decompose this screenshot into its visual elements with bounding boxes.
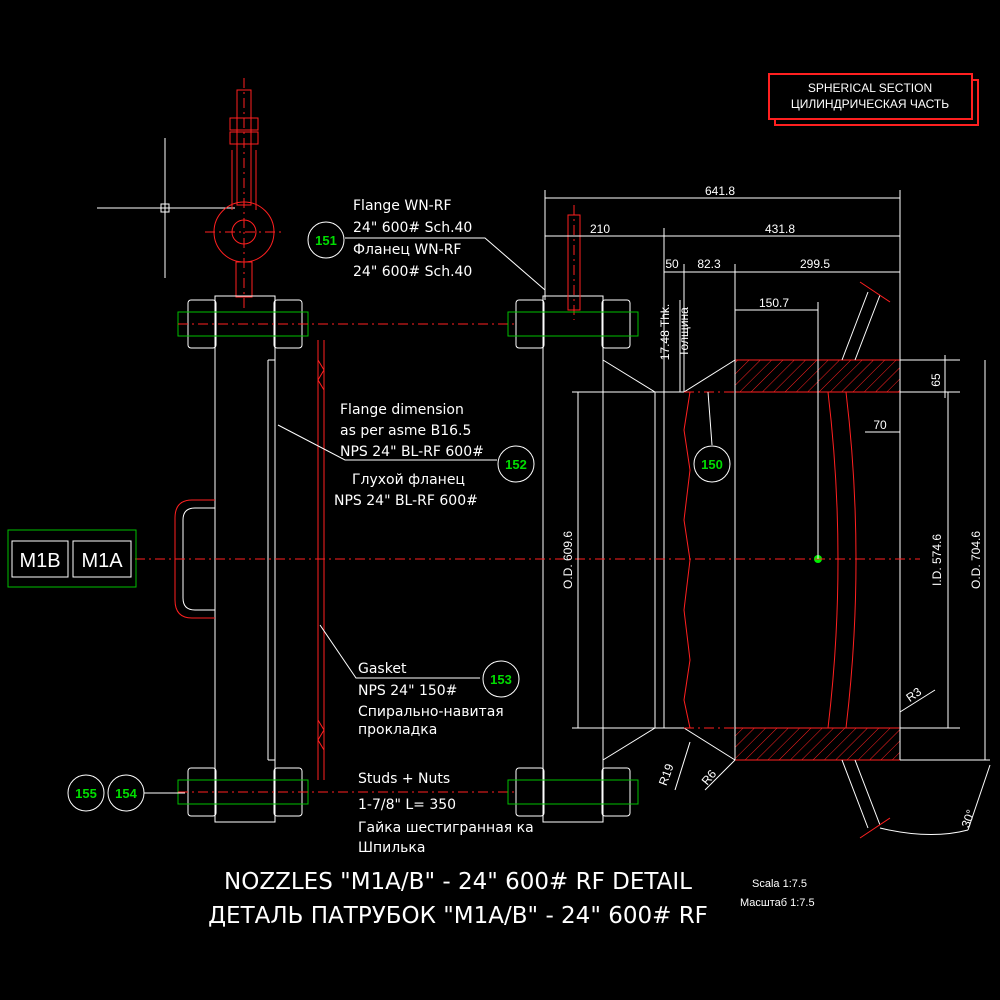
title-block: NOZZLES "M1A/B" - 24" 600# RF DETAIL ДЕТ… — [208, 869, 815, 929]
callout-155-text: Studs + Nuts 1-7/8" L= 350 Гайка шестигр… — [358, 771, 534, 856]
callout-150: 150 — [693, 445, 731, 483]
stud-top-left — [177, 299, 515, 349]
callout-152: 152 — [497, 445, 535, 483]
dim-82: 82.3 — [697, 257, 721, 271]
svg-text:NPS 24" 150#: NPS 24" 150# — [358, 683, 457, 699]
nozzle-tag-m1a: M1A — [81, 550, 123, 572]
callout-152-text: Flange dimension as per asme B16.5 NPS 2… — [334, 402, 484, 509]
dim-thk-ru: Толщина — [677, 307, 691, 357]
dim-299: 299.5 — [800, 257, 830, 271]
svg-text:Глухой фланец: Глухой фланец — [352, 472, 465, 488]
svg-text:Studs + Nuts: Studs + Nuts — [358, 771, 450, 787]
callout-150-number: 150 — [701, 457, 723, 472]
svg-text:Гайка шестигранная ка: Гайка шестигранная ка — [358, 820, 534, 836]
callout-154: 154 — [107, 774, 145, 812]
scale-line2: Масштаб 1:7.5 — [740, 897, 815, 909]
svg-text:1-7/8" L= 350: 1-7/8" L= 350 — [358, 797, 456, 813]
dim-150: 150.7 — [759, 296, 789, 310]
svg-text:прокладка: прокладка — [358, 722, 437, 738]
wn-flange — [542, 205, 736, 823]
callout-151-number: 151 — [315, 233, 337, 248]
callout-155-number: 155 — [75, 786, 97, 801]
stud-bottom-left — [177, 767, 515, 817]
nozzle-tag-m1b: M1B — [19, 550, 60, 572]
scale-line1: Scala 1:7.5 — [752, 878, 807, 890]
callout-154-number: 154 — [115, 786, 137, 801]
callout-152-number: 152 — [505, 457, 527, 472]
dim-431: 431.8 — [765, 222, 795, 236]
dim-id574: I.D. 574.6 — [930, 534, 944, 586]
dim-r19: R19 — [656, 762, 677, 788]
lifting-lug — [205, 78, 282, 310]
stud-top-right — [507, 299, 639, 349]
dim-a30: 30° — [959, 808, 978, 830]
callout-151-text: Flange WN-RF 24" 600# Sch.40 Фланец WN-R… — [353, 198, 472, 280]
dimension-lines — [544, 190, 991, 835]
svg-text:24" 600# Sch.40: 24" 600# Sch.40 — [353, 264, 472, 280]
gasket — [317, 340, 325, 780]
nozzle-tags: M1B M1A — [7, 529, 137, 588]
dim-od704: O.D. 704.6 — [969, 531, 983, 589]
section-box: SPHERICAL SECTION ЦИЛИНДРИЧЕСКАЯ ЧАСТЬ — [768, 73, 979, 126]
dim-641: 641.8 — [705, 184, 735, 198]
svg-text:NPS 24" BL-RF 600#: NPS 24" BL-RF 600# — [340, 444, 484, 460]
cursor-crosshair-icon — [97, 138, 235, 278]
dim-70: 70 — [873, 418, 887, 432]
callout-153: 153 — [482, 660, 520, 698]
dim-65: 65 — [929, 373, 943, 387]
section-box-line1: SPHERICAL SECTION — [808, 81, 932, 95]
dimension-texts: 641.8 210 431.8 50 82.3 299.5 150.7 65 7… — [561, 184, 983, 830]
svg-text:as per asme B16.5: as per asme B16.5 — [340, 423, 471, 439]
shell-section — [683, 281, 901, 839]
svg-text:Фланец WN-RF: Фланец WN-RF — [353, 242, 461, 258]
title-line2: ДЕТАЛЬ ПАТРУБОК "M1A/B" - 24" 600# RF — [208, 903, 708, 929]
callout-155: 155 — [67, 774, 105, 812]
svg-text:Шпилька: Шпилька — [358, 840, 425, 856]
svg-text:Gasket: Gasket — [358, 661, 407, 677]
callout-153-number: 153 — [490, 672, 512, 687]
dim-210: 210 — [590, 222, 610, 236]
dim-50: 50 — [665, 257, 679, 271]
dim-od609: O.D. 609.6 — [561, 531, 575, 589]
title-line1: NOZZLES "M1A/B" - 24" 600# RF DETAIL — [224, 869, 692, 895]
dim-r6: R6 — [699, 767, 720, 788]
section-box-line2: ЦИЛИНДРИЧЕСКАЯ ЧАСТЬ — [791, 97, 949, 111]
dim-thk: 17.48 Thk. — [658, 304, 672, 360]
svg-text:Flange WN-RF: Flange WN-RF — [353, 198, 452, 214]
dim-r3: R3 — [903, 684, 924, 704]
leaders — [277, 237, 713, 679]
callout-151: 151 — [307, 221, 345, 259]
svg-text:Спирально-навитая: Спирально-навитая — [358, 704, 504, 720]
svg-text:24" 600# Sch.40: 24" 600# Sch.40 — [353, 220, 472, 236]
svg-text:NPS 24" BL-RF 600#: NPS 24" BL-RF 600# — [334, 493, 478, 509]
svg-text:Flange dimension: Flange dimension — [340, 402, 464, 418]
callout-153-text: Gasket NPS 24" 150# Спирально-навитая пр… — [358, 661, 504, 738]
stud-bottom-right — [507, 767, 639, 817]
